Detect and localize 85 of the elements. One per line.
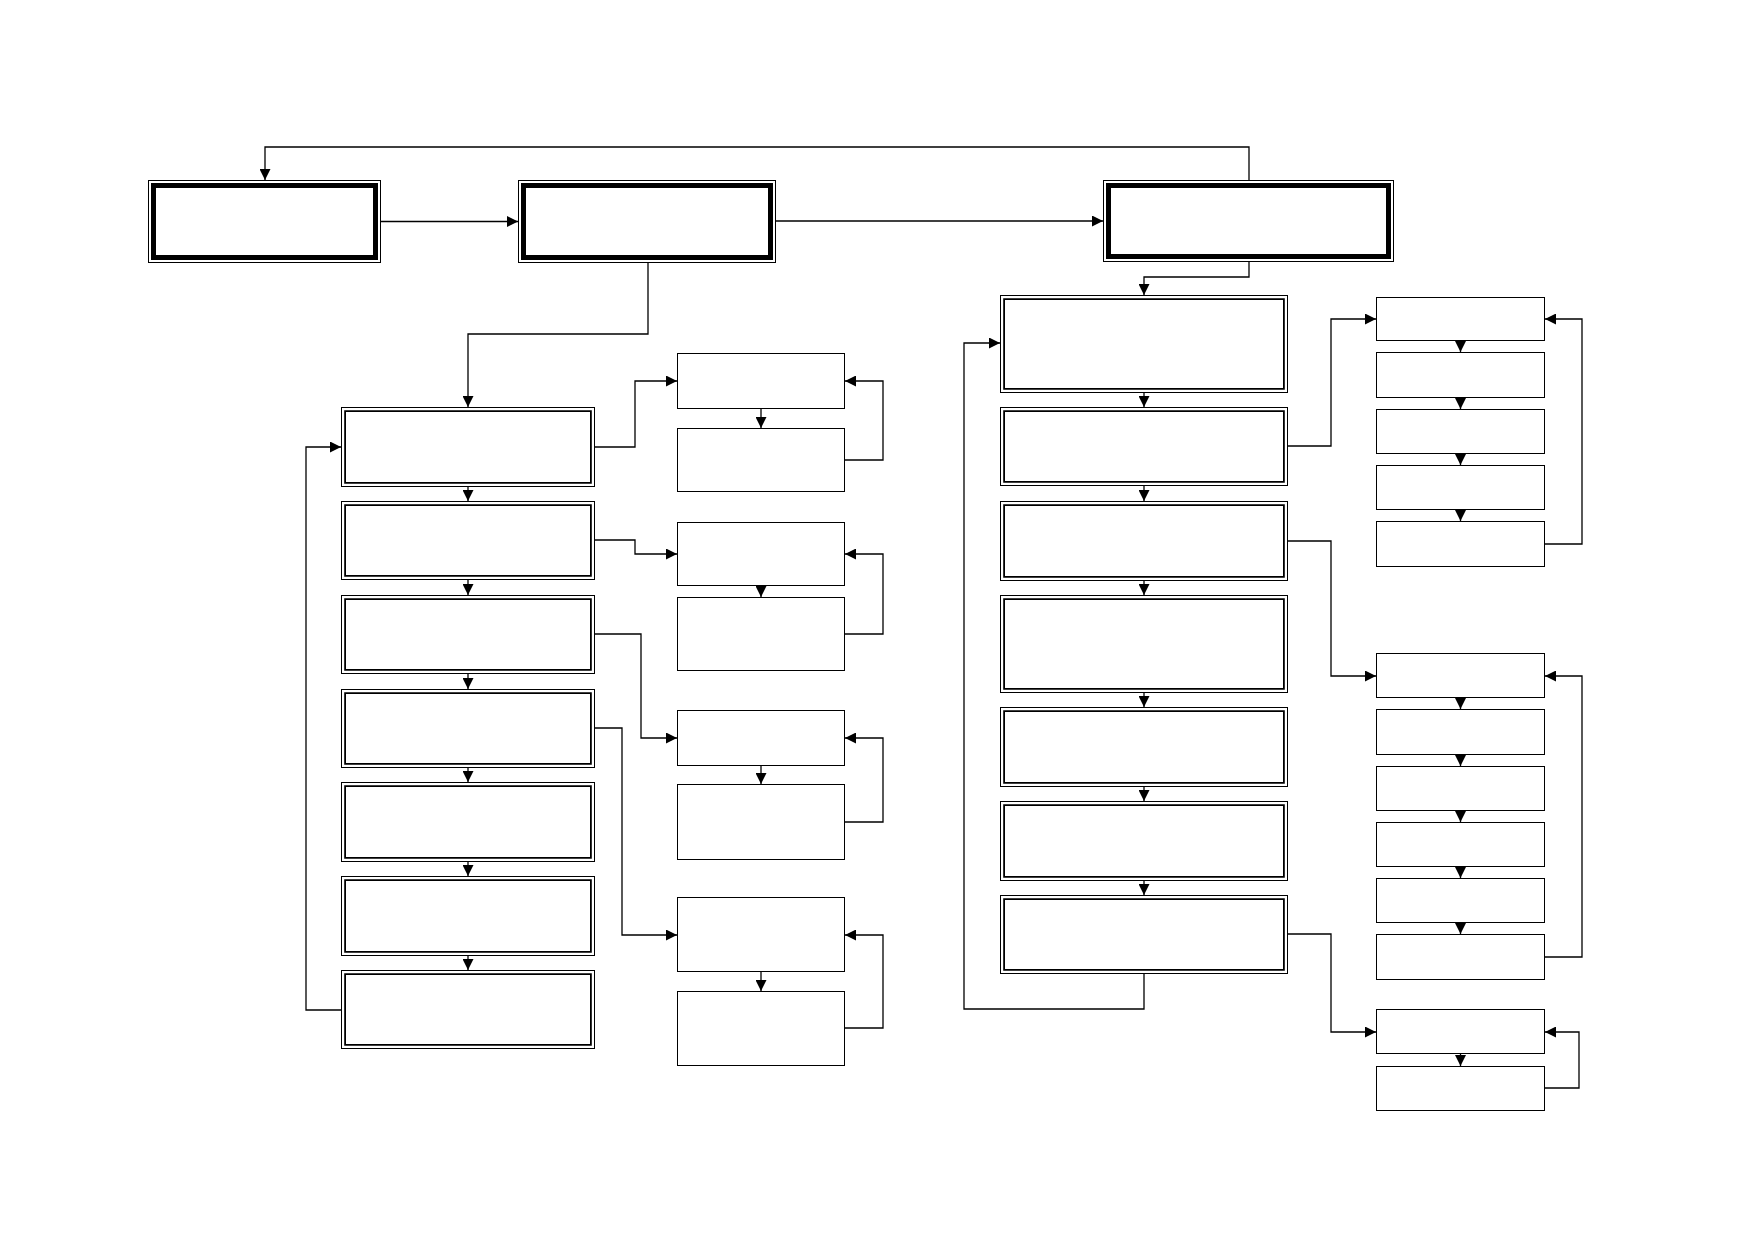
arrow (594, 375, 678, 448)
arrow (1455, 340, 1466, 353)
arrow (1287, 540, 1377, 682)
arrow (1287, 933, 1377, 1038)
arrow (594, 539, 678, 560)
arrow (1138, 392, 1150, 408)
process-box (677, 353, 845, 409)
process-box (1376, 653, 1545, 698)
arrow (462, 955, 474, 971)
process-box (341, 970, 595, 1049)
arrow (755, 971, 767, 992)
process-box (1000, 595, 1288, 693)
arrow (844, 548, 884, 635)
arrow (462, 767, 474, 783)
process-box (1376, 297, 1545, 341)
process-box (1376, 521, 1545, 567)
process-box (1376, 409, 1545, 454)
process-box (1376, 1066, 1545, 1111)
arrow (963, 337, 1145, 1010)
arrow (1455, 509, 1466, 522)
arrow (755, 765, 767, 785)
arrow (1455, 922, 1466, 935)
process-box (1000, 295, 1288, 393)
arrow (1455, 453, 1466, 466)
arrow (1544, 313, 1583, 545)
arrow (462, 579, 474, 596)
arrow (305, 441, 342, 1011)
arrow (1455, 397, 1466, 410)
arrow (1138, 485, 1150, 502)
arrow (844, 732, 884, 823)
process-box (1103, 180, 1394, 262)
process-box (341, 782, 595, 862)
process-box (1000, 895, 1288, 974)
arrow (1455, 754, 1466, 767)
process-box (1376, 822, 1545, 867)
arrow (594, 727, 678, 941)
arrow (1455, 866, 1466, 879)
arrow (462, 673, 474, 690)
process-box (1376, 465, 1545, 510)
arrow (1455, 1053, 1466, 1067)
arrow (1138, 580, 1150, 596)
process-box (1000, 407, 1288, 486)
process-box (1000, 501, 1288, 581)
process-box (677, 428, 845, 492)
arrow (594, 633, 678, 744)
process-box (1000, 801, 1288, 881)
arrow (259, 146, 1250, 181)
process-box (148, 180, 381, 263)
arrow (462, 486, 474, 502)
process-box (1376, 1009, 1545, 1054)
arrow (1138, 880, 1150, 896)
arrow (755, 585, 767, 598)
arrow (755, 408, 767, 429)
arrow (1455, 810, 1466, 823)
process-box (677, 522, 845, 586)
arrow (462, 861, 474, 877)
process-box (341, 501, 595, 580)
process-box (1376, 709, 1545, 755)
process-box (1376, 352, 1545, 398)
process-box (518, 180, 776, 263)
process-box (341, 595, 595, 674)
arrow (1138, 692, 1150, 708)
process-box (341, 407, 595, 487)
arrow (380, 216, 519, 227)
process-box (677, 784, 845, 860)
process-box (1000, 707, 1288, 787)
process-box (1376, 934, 1545, 980)
process-box (1376, 878, 1545, 923)
process-box (341, 876, 595, 956)
process-box (341, 689, 595, 768)
process-box (677, 597, 845, 671)
process-box (677, 897, 845, 972)
arrow (1138, 261, 1250, 296)
arrow (462, 262, 649, 408)
arrow (844, 375, 884, 461)
arrow (1544, 1026, 1580, 1089)
process-box (677, 710, 845, 766)
arrow (1455, 697, 1466, 710)
arrow (1138, 786, 1150, 802)
arrow (1287, 313, 1377, 447)
process-box (677, 991, 845, 1066)
arrow (775, 215, 1104, 227)
arrow (844, 929, 884, 1029)
arrow (1544, 670, 1583, 958)
process-box (1376, 766, 1545, 811)
